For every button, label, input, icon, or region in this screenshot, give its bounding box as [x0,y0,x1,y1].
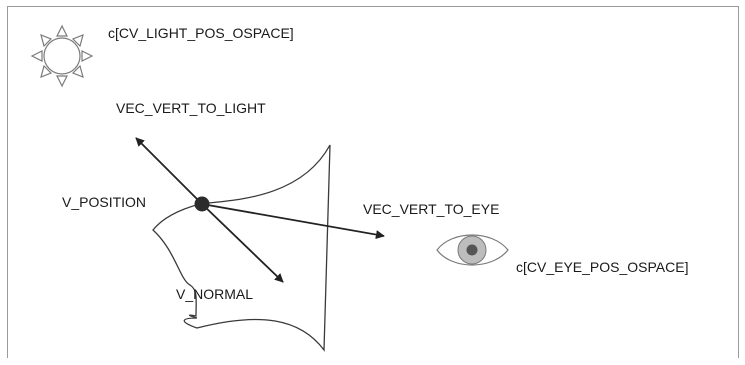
vec-vert-to-light-label: VEC_VERT_TO_LIGHT [116,100,266,116]
v-position-label: V_POSITION [62,194,146,210]
sun-icon [30,24,94,88]
diagram-frame [7,6,739,358]
vertex-point [194,196,210,212]
light-pos-label: c[CV_LIGHT_POS_OSPACE] [108,25,294,41]
eye-pos-label: c[CV_EYE_POS_OSPACE] [516,259,688,275]
v-normal-arrow [201,203,284,283]
vec-vert-to-light-arrow [135,137,203,205]
surface-patch [152,144,331,352]
eye-icon [436,234,509,266]
vec-vert-to-eye-arrow [201,203,385,240]
vec-vert-to-eye-label: VEC_VERT_TO_EYE [363,201,499,217]
v-normal-label: V_NORMAL [176,286,253,302]
